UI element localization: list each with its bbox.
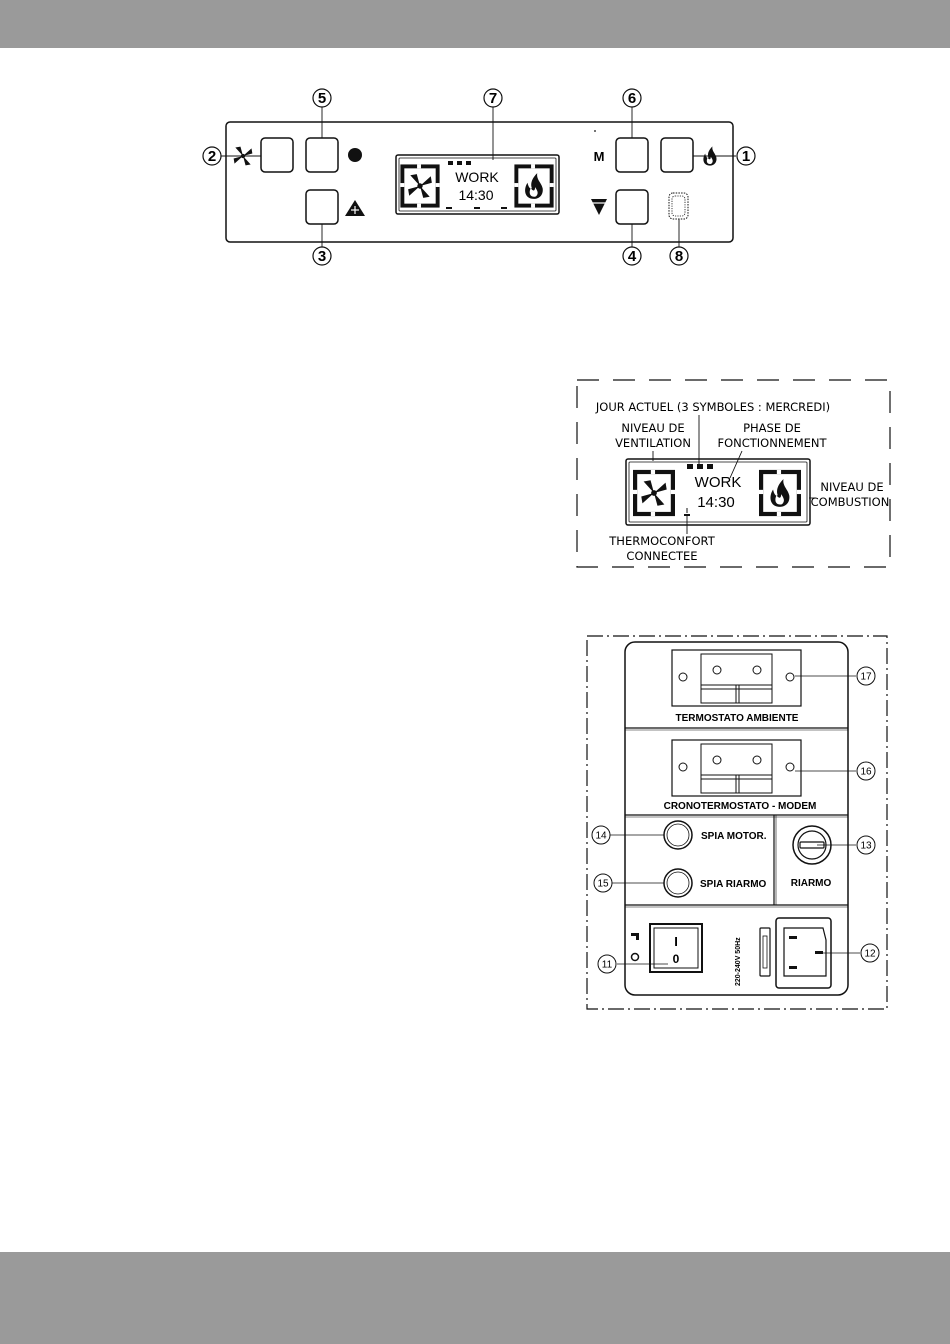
legend-lcd-time-text: 14:30 bbox=[697, 494, 735, 511]
termostato-connector[interactable] bbox=[672, 650, 801, 706]
svg-text:7: 7 bbox=[489, 90, 497, 107]
legend-niveau-combustion-1: NIVEAU DE bbox=[820, 480, 883, 494]
lcd-time-text: 14:30 bbox=[458, 187, 493, 203]
up-button[interactable] bbox=[306, 190, 338, 224]
down-button[interactable] bbox=[616, 190, 648, 224]
crono-connector[interactable] bbox=[672, 740, 801, 796]
spia-motor-light bbox=[664, 821, 692, 849]
callout-5: 5 bbox=[313, 89, 331, 107]
lcd-mode-text: WORK bbox=[455, 169, 499, 185]
flame-button[interactable] bbox=[661, 138, 693, 172]
callout-11: 11 bbox=[598, 955, 616, 973]
lcd-display: WORK 14:30 bbox=[396, 155, 559, 214]
spia-motor-label: SPIA MOTOR. bbox=[701, 831, 767, 842]
svg-text:16: 16 bbox=[860, 767, 872, 778]
legend-niveau-combustion-2: COMBUSTION bbox=[811, 495, 890, 509]
svg-text:2: 2 bbox=[208, 148, 216, 165]
legend-thermo-1: THERMOCONFORT bbox=[608, 534, 715, 548]
fan-button[interactable] bbox=[261, 138, 293, 172]
svg-text:14: 14 bbox=[595, 831, 607, 842]
spia-riarmo-light bbox=[664, 869, 692, 897]
riarmo-label: RIARMO bbox=[791, 878, 832, 889]
legend-niveau-ventilation-2: VENTILATION bbox=[615, 436, 691, 450]
svg-text:12: 12 bbox=[864, 949, 876, 960]
svg-text:4: 4 bbox=[628, 248, 637, 265]
svg-text:8: 8 bbox=[675, 248, 683, 265]
svg-text:17: 17 bbox=[860, 672, 872, 683]
svg-text:1: 1 bbox=[742, 148, 750, 165]
callout-13: 13 bbox=[857, 836, 875, 854]
svg-text:15: 15 bbox=[597, 879, 609, 890]
rear-panel: TERMOSTATO AMBIENTE CRONOTERMOSTATO - MO… bbox=[587, 636, 887, 1009]
callout-16: 16 bbox=[857, 762, 875, 780]
svg-text:3: 3 bbox=[318, 248, 326, 265]
legend-thermo-2: CONNECTEE bbox=[626, 549, 697, 563]
callout-4: 4 bbox=[623, 247, 641, 265]
callout-15: 15 bbox=[594, 874, 612, 892]
crono-label: CRONOTERMOSTATO - MODEM bbox=[664, 801, 817, 812]
callout-8: 8 bbox=[670, 247, 688, 265]
legend-niveau-ventilation-1: NIVEAU DE bbox=[621, 421, 684, 435]
svg-text:11: 11 bbox=[602, 960, 613, 971]
display-legend: JOUR ACTUEL (3 SYMBOLES : MERCREDI) NIVE… bbox=[577, 380, 890, 567]
callout-2: 2 bbox=[203, 147, 221, 165]
fuse-holder bbox=[760, 928, 770, 976]
callout-7: 7 bbox=[484, 89, 502, 107]
power-icon bbox=[348, 148, 362, 162]
voltage-label: 220-240V 50Hz bbox=[735, 937, 742, 986]
callout-1: 1 bbox=[737, 147, 755, 165]
legend-lcd-display: WORK 14:30 bbox=[626, 459, 810, 525]
switch-on-label: I bbox=[674, 934, 678, 949]
legend-lcd-mode-text: WORK bbox=[695, 474, 742, 491]
spia-riarmo-label: SPIA RIARMO bbox=[700, 879, 767, 890]
switch-off-label: 0 bbox=[673, 952, 680, 966]
callout-3: 3 bbox=[313, 247, 331, 265]
m-label: M bbox=[594, 149, 605, 164]
svg-text:5: 5 bbox=[318, 90, 326, 107]
svg-text:13: 13 bbox=[860, 841, 872, 852]
callout-14: 14 bbox=[592, 826, 610, 844]
termostato-label: TERMOSTATO AMBIENTE bbox=[676, 713, 799, 724]
callout-6: 6 bbox=[623, 89, 641, 107]
legend-phase-2: FONCTIONNEMENT bbox=[717, 436, 827, 450]
svg-text:6: 6 bbox=[628, 90, 636, 107]
power-button[interactable] bbox=[306, 138, 338, 172]
callout-17: 17 bbox=[857, 667, 875, 685]
callout-12: 12 bbox=[861, 944, 879, 962]
power-switch[interactable]: I 0 bbox=[650, 924, 702, 972]
legend-jour-actuel: JOUR ACTUEL (3 SYMBOLES : MERCREDI) bbox=[595, 400, 830, 414]
control-panel: M WORK 14:30 bbox=[203, 89, 755, 265]
legend-phase-1: PHASE DE bbox=[743, 421, 801, 435]
menu-button[interactable] bbox=[616, 138, 648, 172]
